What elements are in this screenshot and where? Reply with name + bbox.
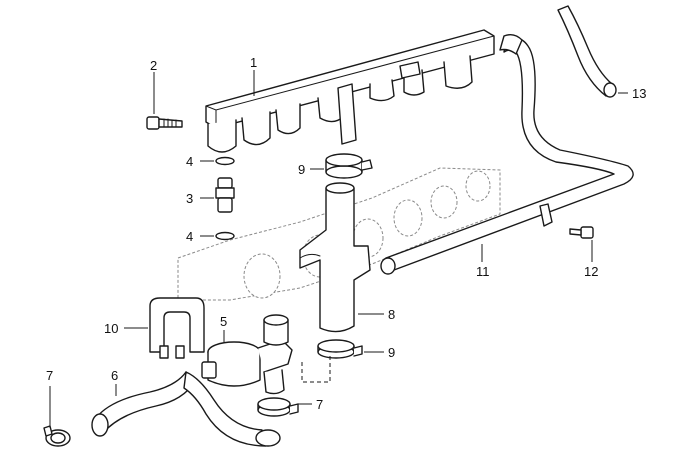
- part-3-fitting: [215, 177, 235, 213]
- callout-7-right: 7: [316, 397, 323, 412]
- part-4-o-ring-lower: [215, 231, 235, 241]
- part-7-clamp-left: [43, 425, 71, 447]
- callouts: 1 2 4 3 4 5 6 7 7 8 9 9 10 11 12 13: [46, 55, 646, 412]
- part-7-clamp-right: [257, 397, 299, 417]
- callout-11: 11: [476, 264, 490, 279]
- part-9-clamp-lower: [317, 339, 363, 359]
- part-12-bolt: [569, 226, 594, 239]
- callout-9-upper: 9: [298, 162, 305, 177]
- callout-8: 8: [388, 307, 395, 322]
- callout-13: 13: [632, 86, 646, 101]
- part-6-hose: [91, 371, 281, 447]
- part-8-y-pipe: [299, 182, 371, 333]
- callout-5: 5: [220, 314, 227, 329]
- part-1-rail: [205, 29, 495, 153]
- assembly-line: [301, 356, 331, 383]
- part-4-o-ring-upper: [215, 156, 235, 166]
- part-2-bolt: [146, 116, 183, 130]
- callout-4-lower: 4: [186, 229, 193, 244]
- callout-3: 3: [186, 191, 193, 206]
- callout-6: 6: [111, 368, 118, 383]
- part-5-valve: [201, 314, 293, 395]
- part-10-bracket: [149, 297, 205, 359]
- part-13-hose: [557, 5, 617, 98]
- leader-lines: [49, 70, 628, 428]
- callout-9-lower: 9: [388, 345, 395, 360]
- part-9-clamp-upper: [325, 153, 373, 179]
- part-11-pipe: [380, 33, 634, 275]
- callout-2: 2: [150, 58, 157, 73]
- callout-10: 10: [104, 321, 118, 336]
- callout-1: 1: [250, 55, 257, 70]
- callout-12: 12: [584, 264, 598, 279]
- callout-7-left: 7: [46, 368, 53, 383]
- callout-4-upper: 4: [186, 154, 193, 169]
